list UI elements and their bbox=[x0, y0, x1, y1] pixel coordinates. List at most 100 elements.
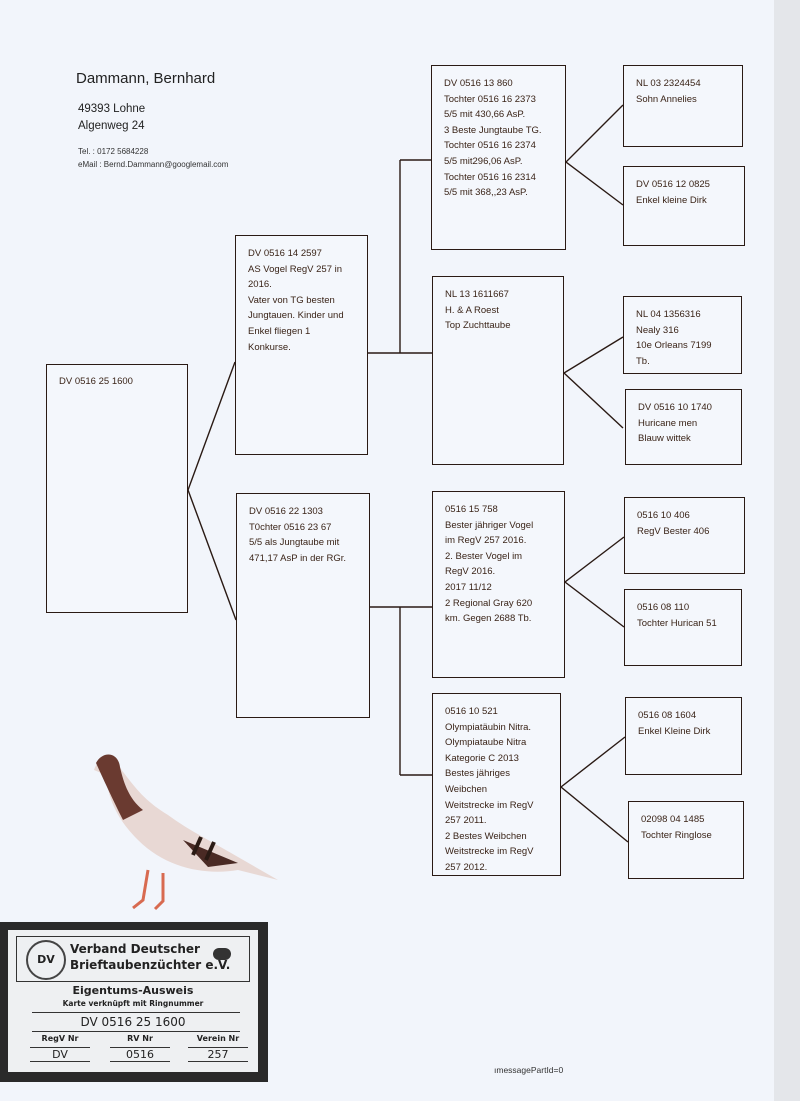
pedigree-line: Bestes jähriges bbox=[445, 768, 510, 780]
subject-box: DV 0516 25 1600 bbox=[46, 364, 188, 613]
card-subtitle: Karte verknüpft mit Ringnummer bbox=[62, 999, 204, 1008]
pedigree-line: T0chter 0516 23 67 bbox=[249, 521, 332, 533]
card-label-verein: Verein Nr bbox=[196, 1034, 240, 1043]
owner-phone: Tel. : 0172 5684228 bbox=[78, 147, 149, 156]
scan-edge bbox=[774, 0, 800, 1101]
pedigree-line: 257 2011. bbox=[445, 815, 487, 827]
pedigree-line: 2 Regional Gray 620 bbox=[445, 597, 533, 609]
pedigree-line: 10e Orleans 7199 bbox=[636, 340, 712, 352]
pedigree-line: Weibchen bbox=[445, 783, 488, 795]
pedigree-line: Tb. bbox=[636, 355, 650, 367]
pedigree-line: DV 0516 25 1600 bbox=[59, 376, 133, 387]
pedigree-line: 02098 04 1485 bbox=[641, 814, 705, 825]
pigeon-emblem-icon bbox=[213, 948, 231, 960]
card-title: Eigentums-Ausweis bbox=[72, 984, 194, 997]
pedigree-line: 0516 08 110 bbox=[637, 602, 690, 613]
pedigree-line: Tochter Hurican 51 bbox=[637, 617, 717, 629]
pedigree-line: 5/5 als Jungtaube mit bbox=[249, 537, 340, 549]
pedigree-line: DV 0516 14 2597 bbox=[248, 248, 322, 259]
pedigree-line: NL 03 2324454 bbox=[636, 78, 701, 89]
pedigree-line: Olympiataube Nitra bbox=[445, 737, 527, 749]
ownership-card: DV Verband Deutscher Brieftaubenzüchter … bbox=[0, 922, 268, 1082]
sire-box: DV 0516 14 2597 AS Vogel RegV 257 in 2016.… bbox=[235, 235, 368, 455]
pedigree-line: Vater von TG besten bbox=[248, 294, 335, 306]
pigeon-image bbox=[94, 754, 278, 911]
pedigree-line: 2 Bestes Weibchen bbox=[445, 830, 527, 842]
pedigree-line: Konkurse. bbox=[248, 341, 291, 353]
pedigree-line: 2. Bester Vogel im bbox=[445, 550, 523, 562]
pedigree-line: Nealy 316 bbox=[636, 324, 679, 336]
pedigree-line: Tochter 0516 16 2374 bbox=[444, 140, 536, 152]
pedigree-line: H. & A Roest bbox=[445, 304, 499, 316]
owner-street: Algenweg 24 bbox=[78, 120, 145, 132]
card-header bbox=[16, 936, 250, 982]
card-value-verein: 257 bbox=[188, 1047, 248, 1062]
pedigree-line: Jungtauen. Kinder und bbox=[248, 310, 344, 322]
card-ring-number: DV 0516 25 1600 bbox=[80, 1015, 186, 1029]
pedigree-line: Bester jähriger Vogel bbox=[445, 519, 534, 531]
pedigree-line: 0516 10 406 bbox=[637, 510, 690, 521]
card-value-regv: DV bbox=[30, 1047, 90, 1062]
pedigree-line: Top Zuchttaube bbox=[445, 320, 511, 332]
pedigree-line: NL 04 1356316 bbox=[636, 309, 701, 320]
pedigree-line: RegV 2016. bbox=[445, 566, 496, 578]
pedigree-line: 5/5 mit 368,,23 AsP. bbox=[444, 187, 528, 199]
pedigree-line: Enkel fliegen 1 bbox=[248, 325, 311, 337]
pedigree-line: Sohn Annelies bbox=[636, 93, 697, 105]
card-value-rv: 0516 bbox=[110, 1047, 170, 1062]
pedigree-line: DV 0516 10 1740 bbox=[638, 402, 712, 413]
footer-text: ımessagePartId=0 bbox=[494, 1065, 564, 1075]
card-org-line1: Verband Deutscher bbox=[70, 942, 200, 956]
owner-city: 49393 Lohne bbox=[78, 103, 146, 115]
pedigree-line: Enkel kleine Dirk bbox=[636, 194, 707, 206]
pedigree-line: 471,17 AsP in der RGr. bbox=[249, 552, 346, 564]
card-label-regv: RegV Nr bbox=[41, 1034, 79, 1043]
pedigree-line: Kategorie C 2013 bbox=[445, 752, 519, 764]
pedigree-line: Olympiatäubin Nitra. bbox=[445, 721, 532, 733]
card-org-line2: Brieftaubenzüchter e.V. bbox=[70, 958, 231, 972]
pedigree-line: 0516 15 758 bbox=[445, 504, 498, 515]
owner-name: Dammann, Bernhard bbox=[76, 70, 216, 87]
pedigree-line: Tochter Ringlose bbox=[641, 829, 712, 841]
pedigree-line: RegV Bester 406 bbox=[637, 525, 710, 537]
pedigree-line: Blauw wittek bbox=[638, 433, 691, 445]
pedigree-line: NL 13 1611667 bbox=[445, 289, 509, 300]
pedigree-line: 2017 11/12 bbox=[445, 581, 492, 593]
vdbt-logo: DV bbox=[26, 940, 66, 980]
pedigree-line: Weitstrecke im RegV bbox=[445, 799, 534, 811]
pedigree-line: Weitstrecke im RegV bbox=[445, 846, 534, 858]
pedigree-line: DV 0516 22 1303 bbox=[249, 506, 323, 517]
card-label-rv: RV Nr bbox=[127, 1034, 153, 1043]
pedigree-line: 5/5 mit 430,66 AsP. bbox=[444, 109, 526, 121]
pedigree-line: Enkel Kleine Dirk bbox=[638, 725, 711, 737]
pedigree-line: 5/5 mit296,06 AsP. bbox=[444, 155, 523, 167]
pedigree-line: 0516 08 1604 bbox=[638, 710, 697, 721]
pedigree-line: 0516 10 521 bbox=[445, 706, 498, 717]
pedigree-line: DV 0516 12 0825 bbox=[636, 179, 710, 190]
pedigree-line: 3 Beste Jungtaube TG. bbox=[444, 124, 542, 136]
pedigree-line: 257 2012. bbox=[445, 861, 488, 873]
pedigree-line: Tochter 0516 16 2373 bbox=[444, 93, 536, 105]
pedigree-line: im RegV 257 2016. bbox=[445, 535, 527, 547]
pedigree-line: Tochter 0516 16 2314 bbox=[444, 171, 536, 183]
pedigree-line: DV 0516 13 860 bbox=[444, 78, 513, 89]
pedigree-line: km. Gegen 2688 Tb. bbox=[445, 613, 532, 625]
pedigree-line: AS Vogel RegV 257 in bbox=[248, 263, 343, 275]
pedigree-line: 2016. bbox=[248, 279, 272, 291]
pedigree-line: Huricane men bbox=[638, 417, 698, 429]
